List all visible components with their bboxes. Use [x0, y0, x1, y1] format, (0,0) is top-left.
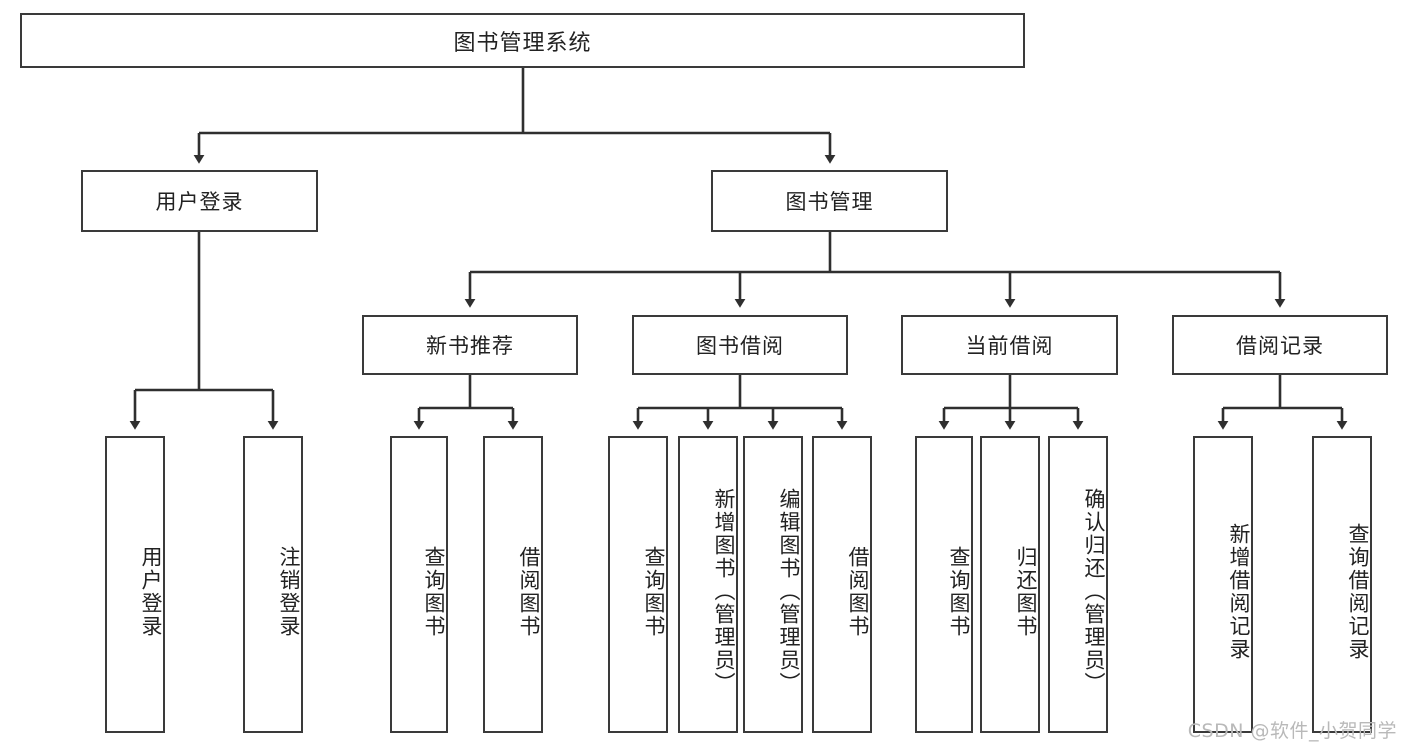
node-label: 图书管理系统	[453, 30, 592, 56]
leaf-edit-book-admin[interactable]: 编辑图书（管理员）	[743, 436, 803, 733]
node-label: 注销登录	[277, 545, 301, 638]
leaf-confirm-return-admin[interactable]: 确认归还（管理员）	[1048, 436, 1108, 733]
node-label: 借阅图书	[517, 545, 541, 638]
leaf-query-book-borrow[interactable]: 查询图书	[608, 436, 668, 733]
node-current-borrow[interactable]: 当前借阅	[901, 315, 1118, 375]
node-label: 新增借阅记录	[1227, 522, 1251, 661]
node-label: 查询图书	[947, 545, 971, 638]
node-book-borrow[interactable]: 图书借阅	[632, 315, 848, 375]
leaf-borrow-book-recommend[interactable]: 借阅图书	[483, 436, 543, 733]
leaf-add-book-admin[interactable]: 新增图书（管理员）	[678, 436, 738, 733]
node-label: 图书借阅	[696, 334, 784, 358]
node-label: 当前借阅	[965, 334, 1054, 358]
node-new-book-recommend[interactable]: 新书推荐	[362, 315, 578, 375]
leaf-logout[interactable]: 注销登录	[243, 436, 303, 733]
node-label: 确认归还（管理员）	[1082, 488, 1106, 695]
node-label: 编辑图书（管理员）	[777, 488, 801, 695]
node-label: 归还图书	[1014, 545, 1038, 638]
node-label: 用户登录	[139, 545, 163, 638]
leaf-query-borrow-record[interactable]: 查询借阅记录	[1312, 436, 1372, 733]
node-root-system[interactable]: 图书管理系统	[20, 13, 1025, 68]
node-label: 图书管理	[785, 190, 874, 214]
leaf-query-book-current[interactable]: 查询图书	[915, 436, 973, 733]
leaf-user-login[interactable]: 用户登录	[105, 436, 165, 733]
leaf-borrow-book[interactable]: 借阅图书	[812, 436, 872, 733]
node-book-management[interactable]: 图书管理	[711, 170, 948, 232]
node-label: 新书推荐	[426, 334, 514, 358]
leaf-add-borrow-record[interactable]: 新增借阅记录	[1193, 436, 1253, 733]
node-label: 查询图书	[642, 545, 666, 638]
leaf-return-book[interactable]: 归还图书	[980, 436, 1040, 733]
leaf-query-book-recommend[interactable]: 查询图书	[390, 436, 448, 733]
node-label: 查询图书	[422, 545, 446, 638]
node-label: 借阅图书	[846, 545, 870, 638]
node-label: 查询借阅记录	[1346, 522, 1370, 661]
node-borrow-record[interactable]: 借阅记录	[1172, 315, 1388, 375]
node-label: 借阅记录	[1236, 334, 1324, 358]
node-label: 新增图书（管理员）	[712, 488, 736, 695]
node-label: 用户登录	[155, 190, 244, 214]
node-user-login[interactable]: 用户登录	[81, 170, 318, 232]
